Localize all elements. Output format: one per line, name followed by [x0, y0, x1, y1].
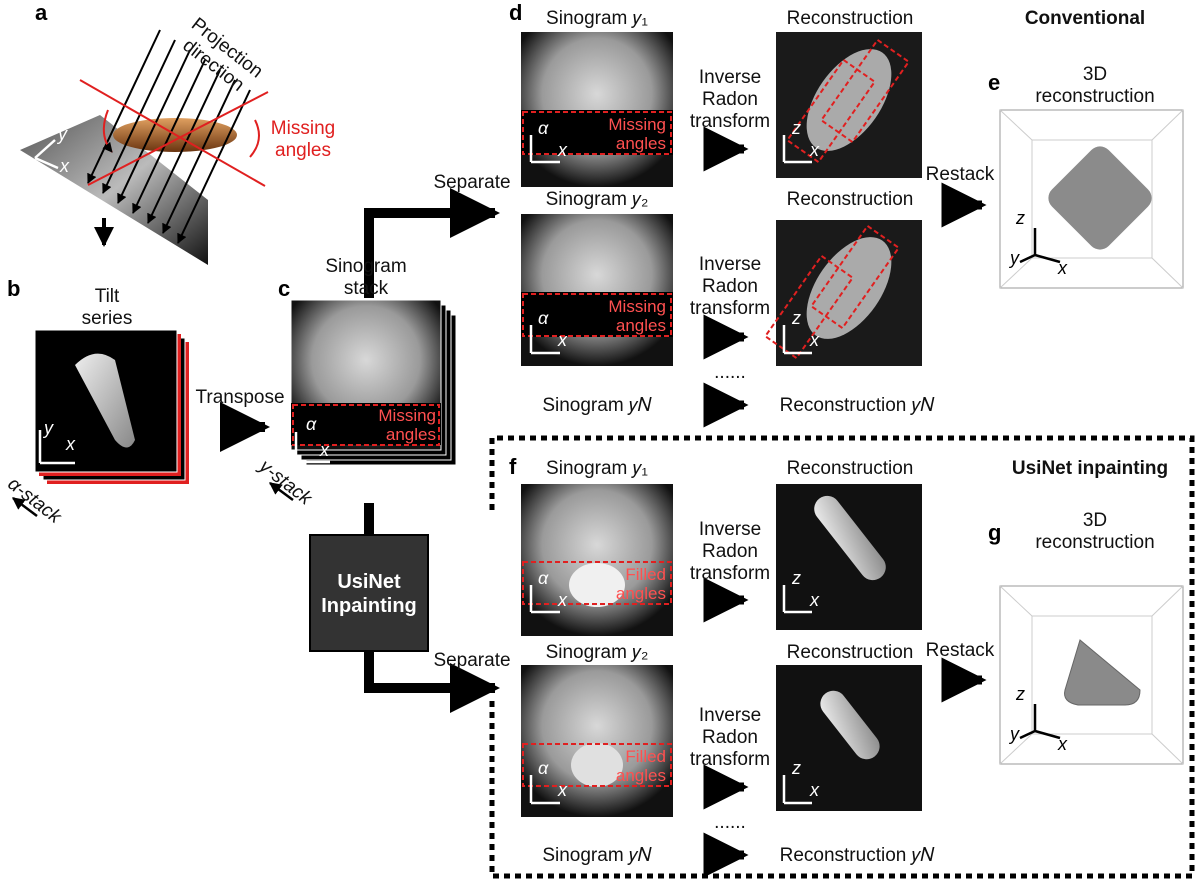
d-missing-angles-2: Missing angles — [608, 297, 666, 335]
f-alpha-1: α — [538, 568, 549, 588]
conventional-3d-box — [999, 109, 1184, 289]
f-sinogram-2-title: Sinogram 𝑦₂ — [545, 642, 649, 663]
panel-label-g: g — [988, 520, 1002, 545]
d-reconstruction-2-title: Reconstruction — [786, 189, 914, 210]
separate-label-bottom: Separate — [433, 650, 511, 671]
f-filled-angles-2: Filled angles — [615, 747, 666, 785]
panel-label-d: d — [509, 0, 523, 25]
d-reconstruction-1-title: Reconstruction — [786, 8, 914, 29]
d-xr-2: x — [810, 330, 819, 350]
usinet-3d-box — [999, 585, 1184, 765]
e-x: x — [1058, 258, 1067, 278]
f-alpha-2: α — [538, 758, 549, 778]
usinet-sinograms — [521, 484, 673, 817]
axis-y-a: y — [58, 124, 67, 144]
f-xr-1: x — [810, 590, 819, 610]
d-sinogram-2-title: Sinogram 𝑦₂ — [545, 189, 649, 210]
f-reconstruction-1-title: Reconstruction — [786, 458, 914, 479]
usinet-inpainting-title: UsiNet inpainting — [1011, 458, 1169, 479]
c-missing-angles: Missing angles — [378, 406, 436, 444]
transpose-label: Transpose — [195, 387, 285, 408]
d-alpha-2: α — [538, 308, 549, 328]
axis-alpha-c: α — [306, 414, 317, 434]
e-z: z — [1016, 208, 1025, 228]
conventional-title: Conventional — [1024, 8, 1146, 29]
axis-y-b: y — [44, 418, 53, 438]
panel-label-f: f — [509, 454, 517, 479]
axis-x-a: x — [60, 156, 69, 176]
f-inverse-radon-1: Inverse Radon transform — [689, 519, 771, 584]
panel-label-b: b — [7, 276, 21, 301]
d-x-2: x — [558, 330, 567, 350]
f-sinogram-1-title: Sinogram 𝑦₁ — [546, 458, 648, 479]
d-sinogram-1-title: Sinogram 𝑦₁ — [546, 8, 648, 29]
f-ellipsis: ...... — [714, 812, 746, 833]
f-xr-2: x — [810, 780, 819, 800]
separate-label-top: Separate — [433, 172, 511, 193]
f-z-1: z — [792, 568, 801, 588]
conventional-sinograms — [521, 32, 673, 366]
d-z-1: z — [792, 118, 801, 138]
restack-label-top: Restack — [925, 164, 995, 185]
f-x-2: x — [558, 780, 567, 800]
usinet-reconstructions — [776, 484, 922, 811]
e-y: y — [1010, 248, 1019, 268]
f-z-2: z — [792, 758, 801, 778]
d-alpha-1: α — [538, 118, 549, 138]
g-3d-reconstruction-title: 3D reconstruction — [1035, 510, 1155, 553]
restack-label-bottom: Restack — [925, 640, 995, 661]
d-z-2: z — [792, 308, 801, 328]
panel-a-illustration — [20, 29, 269, 265]
f-reconstruction-n-title: Reconstruction 𝑦𝑁 — [779, 845, 935, 866]
d-x-1: x — [558, 140, 567, 160]
panel-label-e: e — [988, 70, 1001, 95]
f-inverse-radon-2: Inverse Radon transform — [689, 705, 771, 770]
d-reconstruction-n-title: Reconstruction 𝑦𝑁 — [779, 395, 935, 416]
f-reconstruction-2-title: Reconstruction — [786, 642, 914, 663]
missing-angles-label: Missing angles — [270, 118, 336, 161]
projection-plane — [20, 115, 208, 265]
conventional-reconstructions — [763, 32, 922, 366]
d-xr-1: x — [810, 140, 819, 160]
g-x: x — [1058, 734, 1067, 754]
g-z: z — [1016, 684, 1025, 704]
tilt-series-label: Tilt series — [81, 286, 133, 329]
panel-label-c: c — [278, 276, 291, 301]
f-filled-angles-1: Filled angles — [615, 565, 666, 603]
d-inverse-radon-1: Inverse Radon transform — [689, 67, 771, 132]
d-inverse-radon-2: Inverse Radon transform — [689, 254, 771, 319]
panel-label-a: a — [35, 0, 48, 25]
d-missing-angles-1: Missing angles — [608, 115, 666, 153]
f-x-1: x — [558, 590, 567, 610]
g-y: y — [1010, 724, 1019, 744]
e-3d-reconstruction-title: 3D reconstruction — [1035, 64, 1155, 107]
f-sinogram-n-title: Sinogram 𝑦𝑁 — [542, 845, 652, 866]
usinet-inpainting-box: UsiNet Inpainting — [321, 571, 417, 617]
d-sinogram-n-title: Sinogram 𝑦𝑁 — [542, 395, 652, 416]
tilt-series-stack — [12, 329, 189, 517]
sinogram-stack-label: Sinogram stack — [325, 256, 407, 299]
axis-x-b: x — [66, 434, 75, 454]
d-ellipsis: ...... — [714, 362, 746, 383]
axis-x-c: x — [320, 440, 329, 460]
sinogram-stack — [268, 299, 457, 502]
